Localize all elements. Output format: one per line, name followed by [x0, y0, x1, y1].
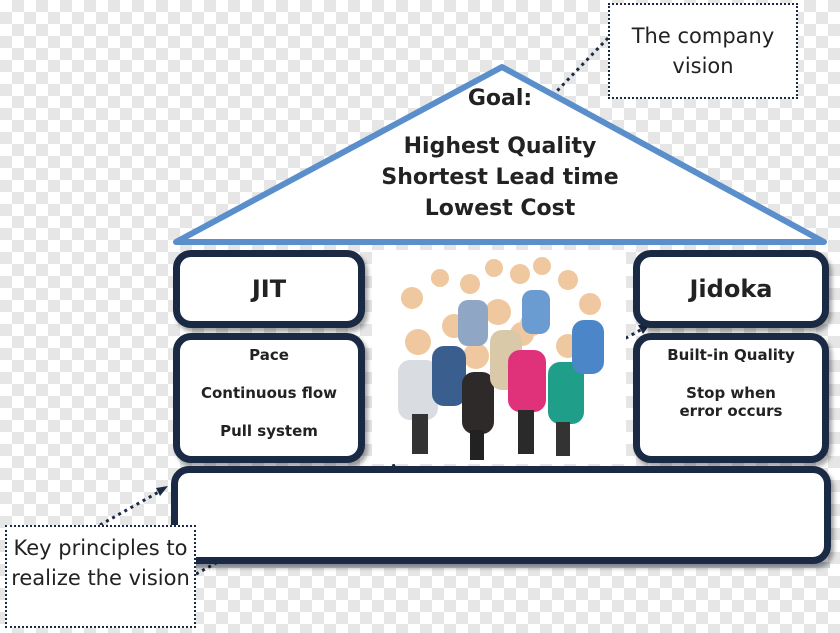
vision-connector: [554, 36, 610, 94]
jit-item-pull-system: Pull system: [220, 422, 318, 440]
goal-line-quality: Highest Quality: [403, 134, 597, 159]
jidoka-item-built-in-quality: Built-in Quality: [667, 346, 795, 364]
goal-line-cost: Lowest Cost: [424, 196, 576, 221]
principles-callout: Key principles to realize the vision: [5, 525, 196, 628]
jit-item-pace: Pace: [249, 346, 289, 364]
roof-triangle: [173, 64, 827, 245]
jidoka-title-box: Jidoka: [633, 250, 829, 328]
jidoka-item-stop-when-error: Stop when error occurs: [679, 384, 783, 420]
goal-lines: Highest Quality Shortest Lead time Lowes…: [300, 131, 700, 224]
principles-connector-upper: [99, 487, 165, 527]
jidoka-title: Jidoka: [689, 275, 773, 303]
foundation-shadow: [178, 562, 830, 568]
principles-callout-text: Key principles to realize the vision: [11, 536, 190, 590]
jidoka-items-box: Built-in Quality Stop when error occurs: [633, 333, 829, 463]
goal-line-lead-time: Shortest Lead time: [381, 165, 619, 190]
jit-item-continuous-flow: Continuous flow: [200, 384, 338, 402]
jit-title-box: JIT: [173, 250, 365, 328]
goal-label: Goal:: [467, 86, 533, 111]
vision-callout: The company vision: [608, 3, 798, 99]
principles-arrowhead-upper: [156, 486, 168, 496]
foundation-box: [171, 466, 831, 564]
people-illustration: [398, 257, 604, 460]
jit-items-box: Pace Continuous flow Pull system: [173, 333, 365, 463]
group-of-people-photo: [372, 250, 626, 464]
jit-title: JIT: [251, 275, 287, 303]
vision-callout-text: The company vision: [631, 24, 775, 78]
